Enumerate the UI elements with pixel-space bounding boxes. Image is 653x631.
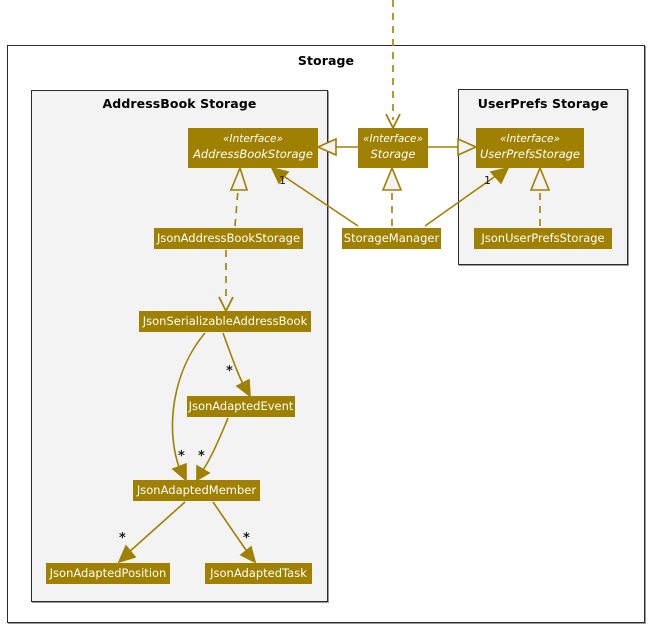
package-storage-title: Storage bbox=[297, 53, 355, 68]
class-address-book-storage-name: AddressBookStorage bbox=[193, 147, 313, 162]
multiplicity-json-adapted-member-right: * bbox=[198, 449, 205, 464]
class-storage-name: Storage bbox=[370, 147, 416, 162]
class-json-user-prefs-storage-name: JsonUserPrefsStorage bbox=[481, 230, 605, 245]
package-userprefs-storage-title: UserPrefs Storage bbox=[477, 96, 609, 111]
class-address-book-storage[interactable]: «Interface» AddressBookStorage bbox=[188, 128, 318, 168]
class-storage-manager-name: StorageManager bbox=[343, 230, 440, 245]
class-user-prefs-storage-stereotype: «Interface» bbox=[500, 133, 560, 146]
class-json-serializable-address-book[interactable]: JsonSerializableAddressBook bbox=[139, 311, 311, 332]
class-user-prefs-storage[interactable]: «Interface» UserPrefsStorage bbox=[476, 128, 584, 168]
class-json-address-book-storage[interactable]: JsonAddressBookStorage bbox=[154, 228, 303, 249]
class-json-adapted-event-name: JsonAdaptedEvent bbox=[188, 398, 294, 413]
multiplicity-userprefs-storage: 1 bbox=[484, 174, 491, 187]
class-json-adapted-member[interactable]: JsonAdaptedMember bbox=[133, 480, 260, 501]
class-json-adapted-member-name: JsonAdaptedMember bbox=[136, 482, 257, 497]
class-storage-manager[interactable]: StorageManager bbox=[342, 228, 441, 249]
multiplicity-json-adapted-position: * bbox=[119, 531, 126, 546]
class-json-adapted-position-name: JsonAdaptedPosition bbox=[49, 565, 167, 580]
class-json-adapted-task[interactable]: JsonAdaptedTask bbox=[205, 563, 312, 584]
class-json-adapted-position[interactable]: JsonAdaptedPosition bbox=[46, 563, 170, 584]
class-json-serializable-address-book-name: JsonSerializableAddressBook bbox=[142, 313, 308, 328]
class-json-adapted-task-name: JsonAdaptedTask bbox=[210, 565, 307, 580]
class-user-prefs-storage-name: UserPrefsStorage bbox=[480, 147, 580, 162]
class-json-adapted-event[interactable]: JsonAdaptedEvent bbox=[187, 396, 295, 417]
multiplicity-json-adapted-event: * bbox=[226, 364, 233, 379]
class-address-book-storage-stereotype: «Interface» bbox=[223, 133, 283, 146]
multiplicity-addressbook-storage: 1 bbox=[279, 174, 286, 187]
class-storage-stereotype: «Interface» bbox=[363, 133, 423, 146]
multiplicity-json-adapted-member-left: * bbox=[178, 449, 185, 464]
class-storage[interactable]: «Interface» Storage bbox=[358, 128, 428, 168]
class-json-address-book-storage-name: JsonAddressBookStorage bbox=[156, 230, 301, 245]
multiplicity-json-adapted-task: * bbox=[243, 531, 250, 546]
package-addressbook-storage-title: AddressBook Storage bbox=[102, 96, 257, 111]
class-json-user-prefs-storage[interactable]: JsonUserPrefsStorage bbox=[474, 228, 612, 249]
